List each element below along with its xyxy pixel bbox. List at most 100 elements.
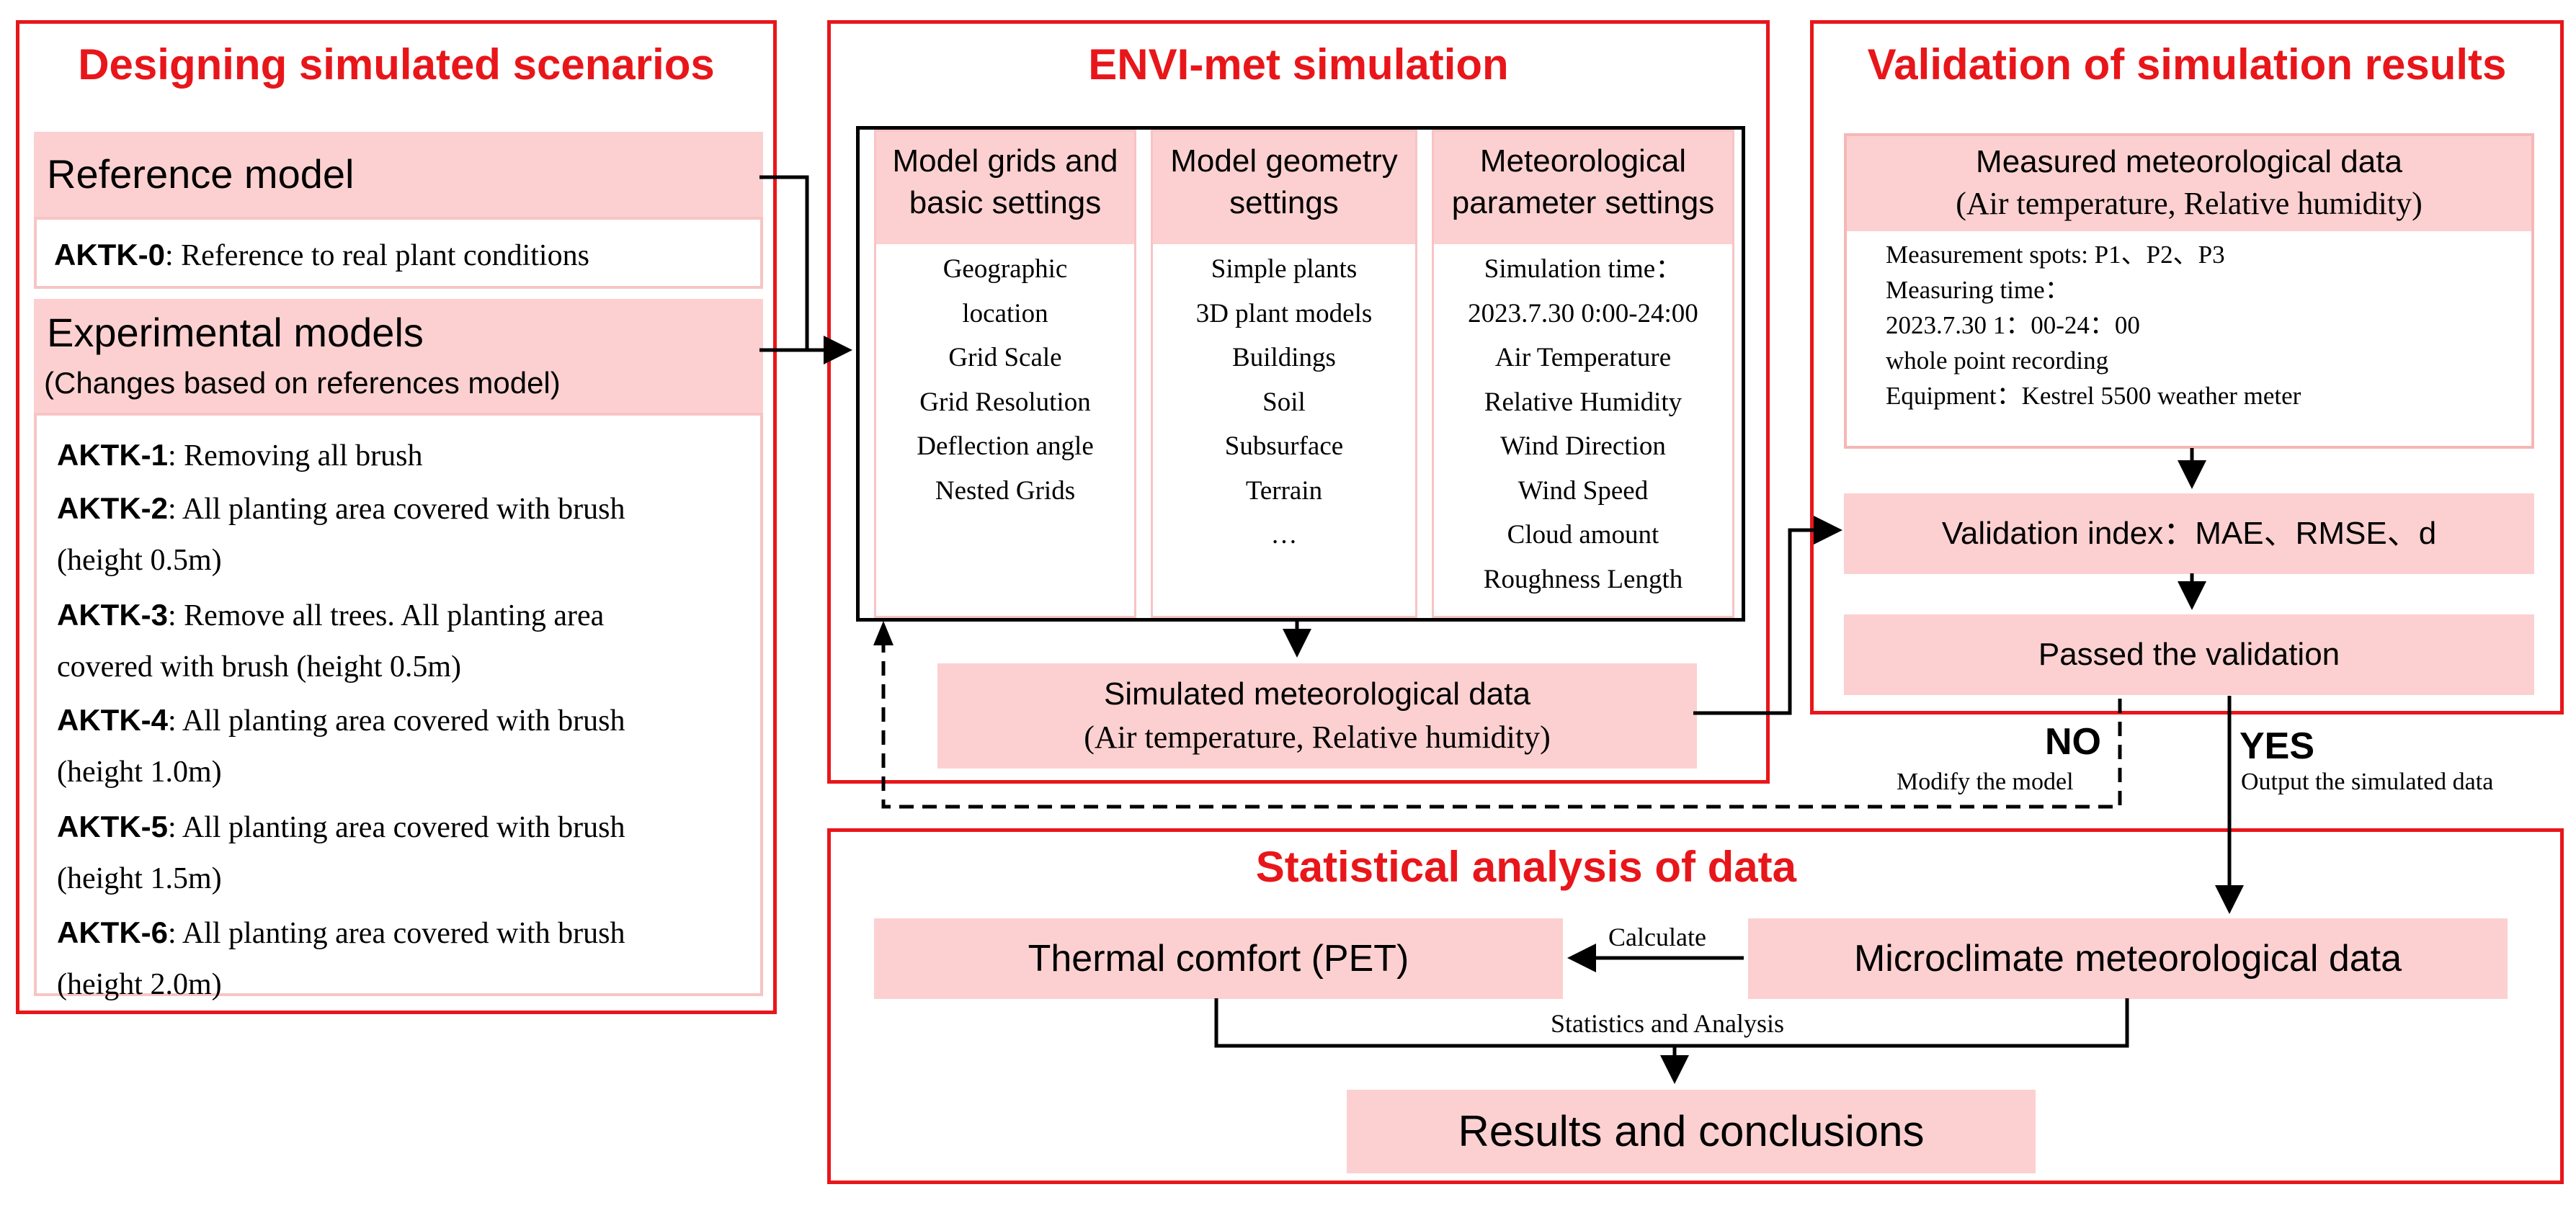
measured-data-box: Measured meteorological data (Air temper… bbox=[1844, 133, 2534, 449]
setting-item: Grid Scale bbox=[948, 343, 1062, 372]
measured-data-title: Measured meteorological data bbox=[1976, 144, 2402, 179]
experimental-item-continuation: (height 1.5m) bbox=[57, 862, 222, 895]
measured-detail-line: 2023.7.30 1：00-24：00 bbox=[1886, 311, 2140, 339]
column-heading-line: settings bbox=[1229, 185, 1339, 220]
output-data-label: Output the simulated data bbox=[2241, 769, 2494, 795]
thermal-to-results-line bbox=[1214, 998, 2129, 1048]
reference-item-box: AKTK-0: Reference to real plant conditio… bbox=[34, 217, 763, 289]
statistics-analysis-label: Statistics and Analysis bbox=[1551, 1009, 1784, 1038]
no-feedback-line bbox=[881, 641, 2122, 809]
measured-details: Measurement spots: P1、P2、P3 Measuring ti… bbox=[1886, 237, 2301, 413]
stats-section: Statistical analysis of data Thermal com… bbox=[827, 828, 2564, 1184]
setting-item: Geographic bbox=[942, 254, 1068, 284]
experimental-item-code: AKTK-2 bbox=[57, 491, 168, 525]
setting-item: Subsurface bbox=[1224, 431, 1344, 461]
experimental-item-continuation: covered with brush (height 0.5m) bbox=[57, 650, 462, 684]
setting-item: Relative Humidity bbox=[1484, 387, 1683, 417]
experimental-item-code: AKTK-6 bbox=[57, 915, 168, 949]
setting-item: Simulation time： bbox=[1484, 254, 1683, 284]
geometry-settings-column: Model geometry settings Simple plants 3D… bbox=[1151, 130, 1417, 618]
measured-detail-line: Measurement spots: P1、P2、P3 bbox=[1886, 241, 2225, 269]
experimental-item: AKTK-3: Remove all trees. All planting a… bbox=[57, 588, 746, 642]
experimental-item: AKTK-2: All planting area covered with b… bbox=[57, 482, 746, 536]
reference-model-label: Reference model bbox=[47, 151, 355, 197]
setting-item: Nested Grids bbox=[935, 475, 1076, 506]
experimental-item-text: : All planting area covered with brush bbox=[168, 811, 625, 844]
envi-title: ENVI-met simulation bbox=[1088, 40, 1509, 89]
no-label: NO bbox=[2045, 721, 2101, 763]
calculate-label: Calculate bbox=[1608, 923, 1706, 951]
geometry-settings-items: Simple plants 3D plant models Buildings … bbox=[1153, 247, 1415, 557]
no-feedback-arrowhead bbox=[873, 621, 893, 645]
experimental-models-subheading: (Changes based on references model) bbox=[44, 366, 561, 400]
setting-item: Soil bbox=[1262, 387, 1306, 417]
measured-detail-line: Measuring time： bbox=[1886, 276, 2070, 304]
experimental-item-code: AKTK-4 bbox=[57, 703, 168, 737]
setting-item: Air Temperature bbox=[1494, 343, 1672, 372]
meteorological-settings-heading: Meteorological parameter settings bbox=[1434, 132, 1732, 244]
thermal-comfort-label: Thermal comfort (PET) bbox=[1028, 938, 1409, 980]
experimental-item: AKTK-6: All planting area covered with b… bbox=[57, 906, 746, 960]
experimental-item-continuation: (height 1.0m) bbox=[57, 756, 222, 789]
reference-item-text: : Reference to real plant conditions bbox=[165, 239, 589, 272]
geometry-settings-heading: Model geometry settings bbox=[1153, 132, 1415, 244]
design-section: Designing simulated scenarios Reference … bbox=[16, 20, 777, 1014]
validation-index-box: Validation index：MAE、RMSE、d bbox=[1844, 493, 2534, 574]
experimental-models-label: Experimental models bbox=[47, 310, 424, 355]
thermal-comfort-box: Thermal comfort (PET) bbox=[874, 918, 1563, 999]
setting-item: Deflection angle bbox=[917, 431, 1094, 461]
stats-title: Statistical analysis of data bbox=[1255, 843, 1796, 891]
setting-item: Terrain bbox=[1245, 475, 1323, 506]
reference-item: AKTK-0: Reference to real plant conditio… bbox=[54, 228, 746, 282]
passed-validation-label: Passed the validation bbox=[2038, 637, 2340, 672]
setting-item: Grid Resolution bbox=[919, 387, 1091, 417]
microclimate-data-box: Microclimate meteorological data bbox=[1748, 918, 2508, 999]
measured-detail-line: Equipment：Kestrel 5500 weather meter bbox=[1886, 382, 2301, 410]
setting-item: Simple plants bbox=[1211, 254, 1358, 284]
yes-label: YES bbox=[2239, 725, 2315, 767]
setting-item: Cloud amount bbox=[1507, 520, 1659, 550]
passed-validation-box: Passed the validation bbox=[1844, 614, 2534, 695]
experimental-item-text: : All planting area covered with brush bbox=[168, 493, 625, 526]
simulated-data-title: Simulated meteorological data bbox=[1104, 676, 1530, 712]
modify-model-label: Modify the model bbox=[1897, 769, 2074, 795]
experimental-item-code: AKTK-1 bbox=[57, 438, 168, 472]
settings-panel: Model grids and basic settings Geographi… bbox=[856, 126, 1745, 622]
experimental-item-text: : Remove all trees. All planting area bbox=[168, 599, 605, 632]
column-heading-line: Meteorological bbox=[1479, 143, 1687, 179]
reference-item-code: AKTK-0 bbox=[54, 238, 165, 272]
experimental-models-header: Experimental models (Changes based on re… bbox=[34, 299, 763, 413]
setting-item: Wind Speed bbox=[1517, 475, 1649, 506]
setting-item: 2023.7.30 0:00-24:00 bbox=[1468, 298, 1698, 328]
experimental-item-continuation: (height 0.5m) bbox=[57, 544, 222, 577]
setting-item: … bbox=[1270, 520, 1298, 550]
microclimate-data-label: Microclimate meteorological data bbox=[1853, 938, 2402, 980]
experimental-items-box: AKTK-1: Removing all brush AKTK-2: All p… bbox=[34, 413, 763, 1001]
meteorological-settings-column: Meteorological parameter settings Simula… bbox=[1432, 130, 1734, 618]
column-heading-line: Model geometry bbox=[1170, 143, 1398, 179]
experimental-item-text: : Removing all brush bbox=[168, 439, 423, 472]
measured-data-subtitle: (Air temperature, Relative humidity) bbox=[1956, 186, 2423, 221]
grid-settings-column: Model grids and basic settings Geographi… bbox=[874, 130, 1136, 618]
reference-to-envi-arrow bbox=[759, 175, 809, 350]
grid-settings-items: Geographic location Grid Scale Grid Reso… bbox=[876, 247, 1134, 513]
simulated-data-box: Simulated meteorological data (Air tempe… bbox=[937, 663, 1697, 769]
experimental-item-text: : All planting area covered with brush bbox=[168, 917, 625, 950]
experimental-item: AKTK-4: All planting area covered with b… bbox=[57, 694, 746, 748]
reference-model-header: Reference model bbox=[34, 132, 763, 217]
experimental-item: AKTK-1: Removing all brush bbox=[57, 429, 746, 483]
validation-index-label: Validation index：MAE、RMSE、d bbox=[1941, 516, 2437, 551]
column-heading-line: basic settings bbox=[909, 185, 1102, 220]
simulated-to-index-arrow bbox=[1693, 516, 1842, 715]
results-box: Results and conclusions bbox=[1347, 1090, 2036, 1173]
meteorological-settings-items: Simulation time： 2023.7.30 0:00-24:00 Ai… bbox=[1434, 247, 1732, 601]
design-title: Designing simulated scenarios bbox=[78, 40, 715, 89]
setting-item: Roughness Length bbox=[1483, 564, 1683, 594]
column-heading-line: Model grids and bbox=[892, 143, 1118, 179]
grid-settings-heading: Model grids and basic settings bbox=[876, 132, 1134, 244]
envi-section: ENVI-met simulation Model grids and basi… bbox=[827, 20, 1770, 784]
setting-item: location bbox=[962, 298, 1048, 328]
setting-item: Buildings bbox=[1232, 343, 1336, 372]
